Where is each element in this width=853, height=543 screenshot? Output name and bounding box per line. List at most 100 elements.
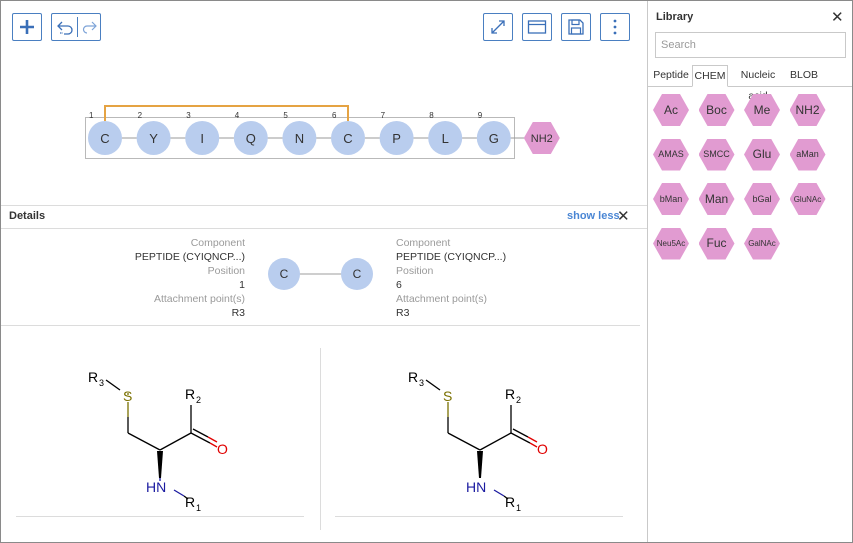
oxygen-label: O bbox=[217, 441, 228, 457]
fullscreen-button[interactable] bbox=[483, 13, 513, 41]
monomer-label: C bbox=[343, 131, 352, 146]
library-monomer-bgal[interactable]: bGal bbox=[744, 183, 780, 215]
library-panel: Library ✕ Peptide CHEM Nucleic acid BLOB… bbox=[647, 1, 852, 542]
library-title: Library bbox=[656, 11, 694, 23]
svg-text:R: R bbox=[88, 369, 98, 385]
position-value: 1 bbox=[239, 279, 245, 291]
r1-label: R bbox=[505, 494, 515, 510]
library-monomer-bman[interactable]: bMan bbox=[653, 183, 689, 215]
amine-label: HN bbox=[466, 479, 486, 495]
monomer-number: 3 bbox=[186, 111, 191, 120]
bond-left-label: C bbox=[280, 267, 289, 281]
bond-monomer-right bbox=[341, 258, 373, 290]
r1-label: R bbox=[185, 494, 195, 510]
monomer-number: 4 bbox=[235, 111, 240, 120]
position-label: Position bbox=[396, 265, 434, 277]
undo-button[interactable] bbox=[52, 14, 77, 40]
disulfide-bond[interactable] bbox=[104, 105, 349, 121]
r2-subscript: 2 bbox=[516, 395, 521, 405]
monomer-number: 9 bbox=[478, 111, 483, 120]
amine-label: HN bbox=[146, 479, 166, 495]
save-button[interactable] bbox=[561, 13, 591, 41]
library-monomer-amas[interactable]: AMAS bbox=[653, 138, 689, 171]
monomer-9[interactable] bbox=[476, 121, 511, 155]
library-monomer-man[interactable]: Man bbox=[698, 183, 735, 215]
vertical-dots-icon bbox=[613, 19, 617, 35]
oxygen-label: O bbox=[537, 441, 548, 457]
bond-preview: C C bbox=[268, 258, 373, 290]
more-button[interactable] bbox=[600, 13, 630, 41]
position-label: Position bbox=[207, 265, 245, 277]
library-search-input[interactable] bbox=[655, 32, 846, 58]
library-monomer-boc[interactable]: Boc bbox=[698, 94, 735, 126]
window-icon bbox=[527, 20, 547, 34]
monomer-3[interactable] bbox=[185, 121, 220, 155]
library-monomer-smcc[interactable]: SMCC bbox=[698, 138, 735, 171]
structure-right-baseline bbox=[335, 516, 623, 517]
library-monomer-nh2[interactable]: NH2 bbox=[789, 94, 826, 126]
library-monomer-me[interactable]: Me bbox=[744, 94, 780, 126]
r3-label: R bbox=[408, 369, 418, 385]
monomer-number: 8 bbox=[429, 111, 434, 120]
monomer-7[interactable] bbox=[379, 121, 414, 155]
library-monomer-aman[interactable]: aMan bbox=[789, 138, 826, 171]
library-monomer-fuc[interactable]: Fuc bbox=[698, 227, 735, 260]
plus-icon bbox=[20, 20, 34, 34]
r1-subscript: 1 bbox=[516, 503, 521, 513]
r1-subscript: 1 bbox=[196, 503, 201, 513]
monomer-2[interactable] bbox=[136, 121, 171, 155]
monomer-label: P bbox=[392, 131, 401, 146]
r2-label: R bbox=[185, 386, 195, 402]
library-monomer-glu[interactable]: Glu bbox=[744, 138, 780, 171]
structures-divider bbox=[320, 348, 321, 530]
monomer-number: 6 bbox=[332, 111, 337, 120]
toolbar-divider bbox=[77, 17, 78, 37]
show-less-link[interactable]: show less bbox=[567, 210, 620, 222]
structure-left: R 3 S R 2 O HN R 1 bbox=[88, 369, 228, 513]
bond-right-label: C bbox=[353, 267, 362, 281]
tab-chem[interactable]: CHEM bbox=[692, 65, 728, 87]
sulfur-label: S bbox=[443, 388, 452, 404]
attachment-value: R3 bbox=[396, 307, 410, 319]
expand-icon bbox=[491, 20, 505, 34]
redo-button[interactable] bbox=[78, 14, 101, 40]
details-title: Details bbox=[9, 210, 46, 222]
monomer-1[interactable] bbox=[88, 121, 122, 155]
monomer-8[interactable] bbox=[428, 121, 463, 155]
monomer-label: N bbox=[295, 131, 304, 146]
terminal-label: NH2 bbox=[531, 133, 553, 145]
undo-redo-group bbox=[51, 13, 101, 41]
position-value: 6 bbox=[396, 279, 402, 291]
library-monomer-ac[interactable]: Ac bbox=[653, 94, 689, 126]
tab-blob[interactable]: BLOB bbox=[790, 69, 819, 81]
right-attachment-info: Component PEPTIDE (CYIQNCP...) Position … bbox=[396, 236, 506, 320]
bond-monomer-left bbox=[268, 258, 300, 290]
component-label: Component bbox=[396, 237, 451, 249]
monomer-label: C bbox=[100, 131, 109, 146]
r2-label: R bbox=[505, 386, 515, 402]
structure-right: R 3 S R 2 O HN R 1 bbox=[408, 369, 548, 513]
monomer-4[interactable] bbox=[233, 121, 268, 155]
terminal-monomer[interactable] bbox=[523, 122, 560, 154]
close-library-icon[interactable]: ✕ bbox=[831, 9, 844, 26]
component-label: Component bbox=[190, 237, 245, 249]
add-button[interactable] bbox=[12, 13, 42, 41]
monomer-number: 1 bbox=[89, 111, 94, 120]
monomer-5[interactable] bbox=[282, 121, 317, 155]
component-value: PEPTIDE (CYIQNCP...) bbox=[396, 251, 507, 263]
window-button[interactable] bbox=[522, 13, 552, 41]
monomer-number: 5 bbox=[283, 111, 288, 120]
tab-peptide[interactable]: Peptide bbox=[653, 69, 689, 81]
monomer-6[interactable] bbox=[331, 121, 365, 155]
tab-nucleic-acid[interactable]: Nucleic acid bbox=[740, 69, 776, 102]
r2-subscript: 2 bbox=[196, 395, 201, 405]
sulfur-label: S bbox=[123, 388, 132, 404]
close-details-icon[interactable]: ✕ bbox=[617, 208, 630, 225]
r3-subscript: 3 bbox=[99, 378, 104, 388]
library-tabs: Peptide CHEM Nucleic acid BLOB bbox=[648, 65, 852, 102]
left-attachment-info: Component PEPTIDE (CYIQNCP...) Position … bbox=[135, 236, 245, 320]
